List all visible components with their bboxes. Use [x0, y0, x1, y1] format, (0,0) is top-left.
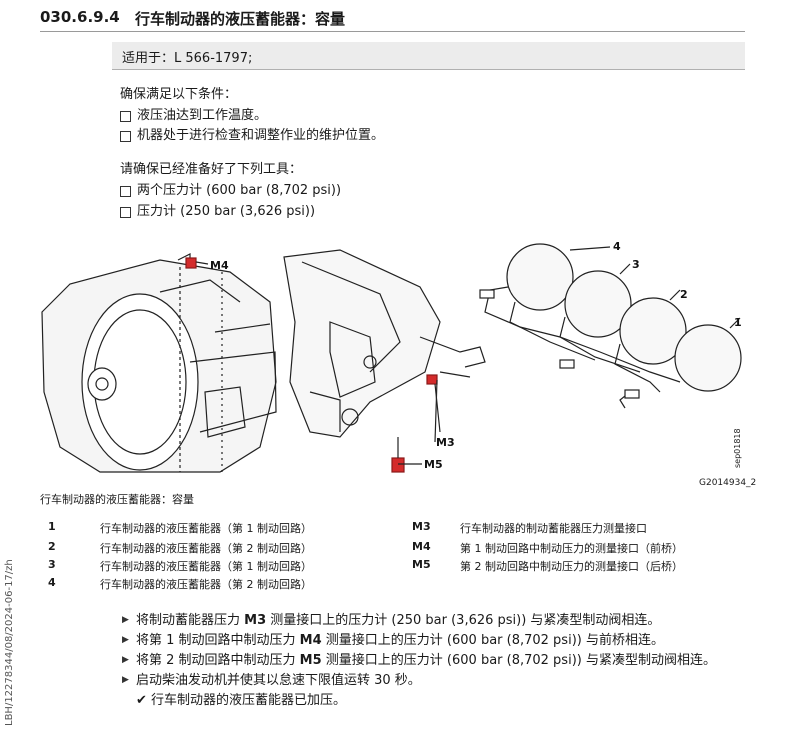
condition-item: 机器处于进行检查和调整作业的维护位置。	[120, 126, 384, 146]
step-result: ✔ 行车制动器的液压蓄能器已加压。	[136, 693, 347, 708]
condition-item: 液压油达到工作温度。	[120, 106, 267, 126]
callout-1: 1	[734, 316, 742, 329]
legend-text: 行车制动器的液压蓄能器（第 2 制动回路）	[100, 578, 312, 591]
legend-key: 2	[48, 540, 56, 553]
tool-item: 压力计 (250 bar (3,626 psi))	[120, 202, 315, 222]
document-id: LBH/12278344/08/2024-06-17/zh	[4, 559, 15, 726]
brake-valve-drawing	[283, 249, 486, 473]
legend-key: M5	[412, 558, 431, 571]
condition-text: 液压油达到工作温度。	[137, 108, 268, 123]
step-arrow-icon: ▶	[122, 635, 129, 645]
callout-m4: M4	[210, 259, 229, 272]
applies-to-box: 适用于：L 566-1797;	[112, 42, 745, 70]
step-text: 将制动蓄能器压力 M3 测量接口上的压力计 (250 bar (3,626 ps…	[136, 613, 661, 628]
callout-m3: M3	[436, 436, 455, 449]
procedure-step: ▶ 将制动蓄能器压力 M3 测量接口上的压力计 (250 bar (3,626 …	[122, 611, 660, 630]
step-arrow-icon: ▶	[122, 675, 129, 685]
condition-text: 机器处于进行检查和调整作业的维护位置。	[137, 128, 385, 143]
procedure-step: ▶ 启动柴油发动机并使其以怠速下限值运转 30 秒。	[122, 671, 421, 690]
legend-text: 第 1 制动回路中制动压力的测量接口（前桥）	[460, 542, 683, 555]
legend-text: 行车制动器的液压蓄能器（第 1 制动回路）	[100, 560, 312, 573]
procedure-step: ▶ 将第 1 制动回路中制动压力 M4 测量接口上的压力计 (600 bar (…	[122, 631, 664, 650]
tool-text: 压力计 (250 bar (3,626 psi))	[137, 204, 316, 219]
page-title: 行车制动器的液压蓄能器：容量	[135, 10, 346, 28]
procedure-step: ▶ 将第 2 制动回路中制动压力 M5 测量接口上的压力计 (600 bar (…	[122, 651, 716, 670]
tool-text: 两个压力计 (600 bar (8,702 psi))	[137, 183, 342, 198]
checkbox-icon	[120, 130, 131, 142]
legend-key: 3	[48, 558, 56, 571]
callout-2: 2	[680, 288, 688, 301]
tool-item: 两个压力计 (600 bar (8,702 psi))	[120, 181, 341, 201]
axle-assembly-drawing	[41, 253, 277, 473]
figure-code: G2014934_2	[699, 478, 757, 488]
figure-caption: 行车制动器的液压蓄能器：容量	[40, 493, 194, 506]
section-number: 030.6.9.4	[40, 8, 120, 26]
title-rule	[40, 31, 745, 32]
legend-text: 第 2 制动回路中制动压力的测量接口（后桥）	[460, 560, 683, 573]
callout-3: 3	[632, 258, 640, 271]
hydraulic-accumulator-illustration: 1 2 3 4 M3 M4 M5	[41, 240, 742, 473]
figure-side-code: sep01818	[733, 428, 742, 468]
legend-key: 1	[48, 520, 56, 533]
conditions-intro: 确保满足以下条件：	[120, 87, 238, 102]
checkbox-icon	[120, 110, 131, 122]
checkbox-icon	[120, 185, 131, 197]
legend-text: 行车制动器的制动蓄能器压力测量接口	[460, 522, 647, 535]
legend-text: 行车制动器的液压蓄能器（第 2 制动回路）	[100, 542, 312, 555]
step-arrow-icon: ▶	[122, 615, 129, 625]
tools-intro: 请确保已经准备好了下列工具：	[120, 162, 303, 177]
legend-text: 行车制动器的液压蓄能器（第 1 制动回路）	[100, 522, 312, 535]
step-text: 将第 1 制动回路中制动压力 M4 测量接口上的压力计 (600 bar (8,…	[136, 633, 664, 648]
step-text: 将第 2 制动回路中制动压力 M5 测量接口上的压力计 (600 bar (8,…	[136, 653, 716, 668]
accumulators-drawing	[479, 243, 742, 409]
callout-4: 4	[613, 240, 621, 253]
step-text: 启动柴油发动机并使其以怠速下限值运转 30 秒。	[136, 673, 421, 688]
legend-key: M3	[412, 520, 431, 533]
legend-key: 4	[48, 576, 56, 589]
checkbox-icon	[120, 206, 131, 218]
step-arrow-icon: ▶	[122, 655, 129, 665]
legend-key: M4	[412, 540, 431, 553]
callout-m5: M5	[424, 458, 443, 471]
